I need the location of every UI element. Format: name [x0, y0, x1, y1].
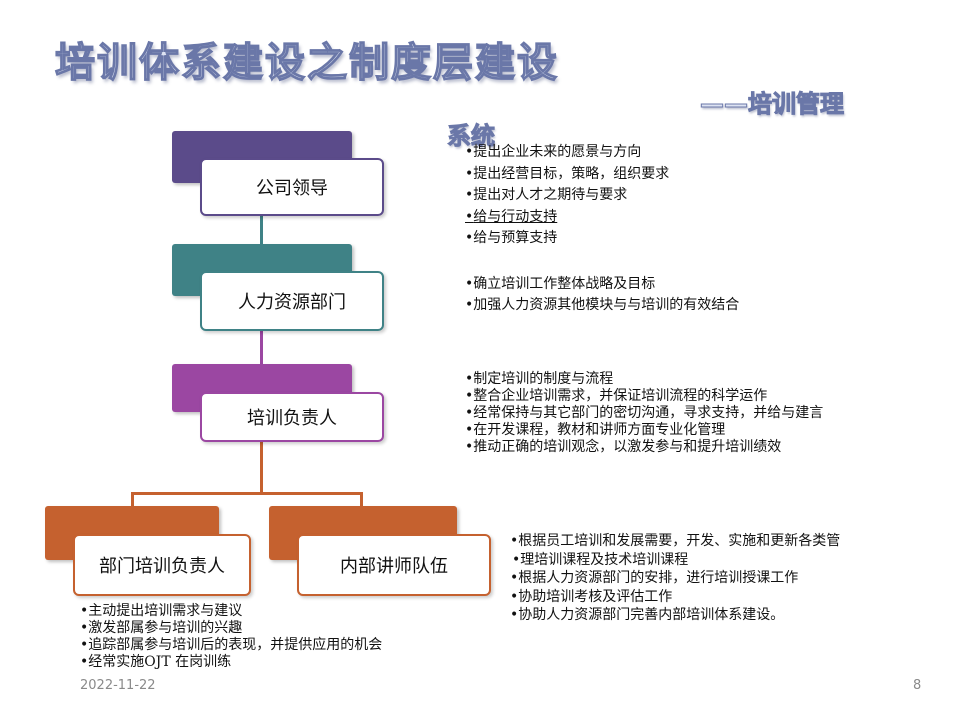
note-item: 在开发课程，教材和讲师方面专业化管理: [465, 422, 823, 439]
notes-dept: 主动提出培训需求与建议 激发部属参与培训的兴趣 追踪部属参与培训后的表现，并提供…: [80, 603, 382, 671]
node-owner: 培训负责人: [200, 392, 384, 442]
note-item: 经常保持与其它部门的密切沟通，寻求支持，并给与建言: [465, 405, 823, 422]
connector-hr-owner: [260, 330, 263, 366]
footer-date: 2022-11-22: [80, 678, 156, 693]
note-item: 主动提出培训需求与建议: [80, 603, 382, 620]
node-leader-label: 公司领导: [256, 178, 328, 199]
connector-leader-hr: [260, 214, 263, 246]
connector-branch-dept: [131, 492, 134, 508]
note-item: 根据员工培训和发展需要，开发、实施和更新各类管: [510, 532, 840, 551]
note-item: 整合企业培训需求，并保证培训流程的科学运作: [465, 388, 823, 405]
node-lecturer: 内部讲师队伍: [297, 534, 491, 596]
node-owner-label: 培训负责人: [247, 408, 337, 429]
note-item: 协助人力资源部门完善内部培训体系建设。: [510, 606, 840, 625]
note-item-continued: 理培训课程及技术培训课程: [510, 551, 840, 570]
connector-branch-horizontal: [131, 492, 361, 495]
note-item: 根据人力资源部门的安排，进行培训授课工作: [510, 569, 840, 588]
node-dept: 部门培训负责人: [73, 534, 251, 596]
note-item-continuation: 理培训课程及技术培训课程: [520, 551, 689, 568]
slide-title: 培训体系建设之制度层建设: [54, 39, 559, 86]
note-item: 提出企业未来的愿景与方向: [465, 142, 669, 164]
node-hr: 人力资源部门: [200, 271, 384, 331]
note-item: 提出对人才之期待与要求: [465, 185, 669, 207]
connector-owner-branch: [260, 440, 263, 492]
footer-page-number: 8: [913, 678, 922, 693]
note-item: 给与预算支持: [465, 228, 669, 250]
note-item: 加强人力资源其他模块与与培训的有效结合: [465, 295, 739, 316]
note-item: 确立培训工作整体战略及目标: [465, 274, 739, 295]
note-item: 制定培训的制度与流程: [465, 371, 823, 388]
node-hr-label: 人力资源部门: [238, 292, 346, 313]
note-item: 经常实施OJT 在岗训练: [80, 654, 382, 671]
node-lecturer-label: 内部讲师队伍: [340, 556, 448, 577]
slide-subtitle: ——培训管理: [700, 90, 845, 119]
note-item: 提出经营目标，策略，组织要求: [465, 164, 669, 186]
node-leader: 公司领导: [200, 158, 384, 216]
note-item: 协助培训考核及评估工作: [510, 588, 840, 607]
note-item: 推动正确的培训观念，以激发参与和提升培训绩效: [465, 439, 823, 456]
note-item: 激发部属参与培训的兴趣: [80, 620, 382, 637]
notes-owner: 制定培训的制度与流程 整合企业培训需求，并保证培训流程的科学运作 经常保持与其它…: [465, 371, 823, 456]
notes-hr: 确立培训工作整体战略及目标 加强人力资源其他模块与与培训的有效结合: [465, 274, 739, 316]
notes-lecturer: 根据员工培训和发展需要，开发、实施和更新各类管 理培训课程及技术培训课程 根据人…: [510, 532, 840, 625]
notes-leader: 提出企业未来的愿景与方向 提出经营目标，策略，组织要求 提出对人才之期待与要求 …: [465, 142, 669, 250]
note-item: 给与行动支持: [465, 207, 669, 229]
node-dept-label: 部门培训负责人: [99, 556, 225, 577]
note-item: 追踪部属参与培训后的表现，并提供应用的机会: [80, 637, 382, 654]
connector-branch-lecturer: [360, 492, 363, 508]
